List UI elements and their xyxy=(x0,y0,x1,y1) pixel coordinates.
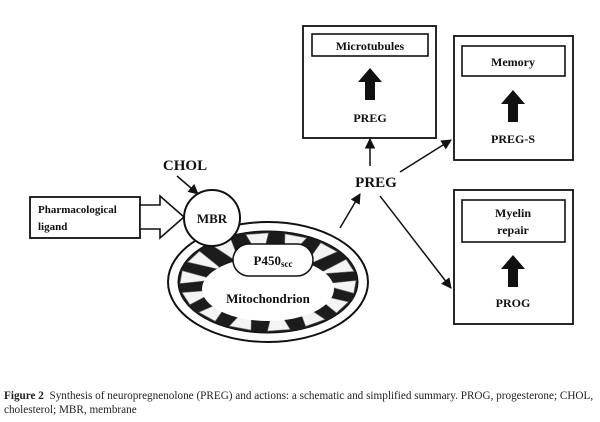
myelin-label-line2: repair xyxy=(497,223,529,237)
memory-up-arrow xyxy=(501,90,525,122)
neurosteroid-diagram: P450scc Mitochondrion MBR CHOL Pharmacol… xyxy=(29,25,574,343)
p450-subscript: scc xyxy=(281,259,293,269)
memory-box: Memory PREG-S xyxy=(453,35,574,161)
p450-label: P450 xyxy=(254,253,281,268)
myelin-repair-box: Myelin repair PROG xyxy=(453,189,574,325)
myelin-up-arrow xyxy=(501,255,525,287)
svg-text:P450scc: P450scc xyxy=(254,253,293,269)
mitochondrion xyxy=(167,221,369,343)
caption-text: Synthesis of neuropregnenolone (PREG) an… xyxy=(4,390,594,416)
microtubules-label: Microtubules xyxy=(336,39,405,53)
p450scc-box: P450scc xyxy=(232,243,314,277)
preg-central-label: PREG xyxy=(355,175,397,191)
ligand-label-line2: ligand xyxy=(38,221,67,233)
memory-preg-s-label: PREG-S xyxy=(491,132,535,146)
ligand-label-line1: Pharmacological xyxy=(38,204,117,216)
preg-to-memory-arrow xyxy=(399,139,452,173)
pharmacological-ligand-box: Pharmacological ligand xyxy=(29,196,141,239)
microtubules-preg-label: PREG xyxy=(353,111,386,125)
mbr-circle: MBR xyxy=(183,189,241,247)
figure-caption: Figure 2 Synthesis of neuropregnenolone … xyxy=(4,389,596,417)
mbr-label: MBR xyxy=(197,211,228,226)
ligand-hollow-arrow xyxy=(139,194,186,240)
myelin-label-line1: Myelin xyxy=(495,206,531,220)
chol-arrow xyxy=(176,175,199,195)
preg-to-myelin-arrow xyxy=(379,195,452,289)
mitochondrion-to-preg-arrow xyxy=(339,193,361,229)
mitochondrion-label: Mitochondrion xyxy=(226,291,311,306)
myelin-prog-label: PROG xyxy=(496,296,531,310)
microtubules-box: Microtubules PREG xyxy=(302,25,437,139)
memory-label: Memory xyxy=(491,55,535,69)
microtubules-up-arrow xyxy=(358,68,382,100)
chol-label: CHOL xyxy=(163,158,207,174)
figure-number: Figure 2 xyxy=(4,390,44,402)
